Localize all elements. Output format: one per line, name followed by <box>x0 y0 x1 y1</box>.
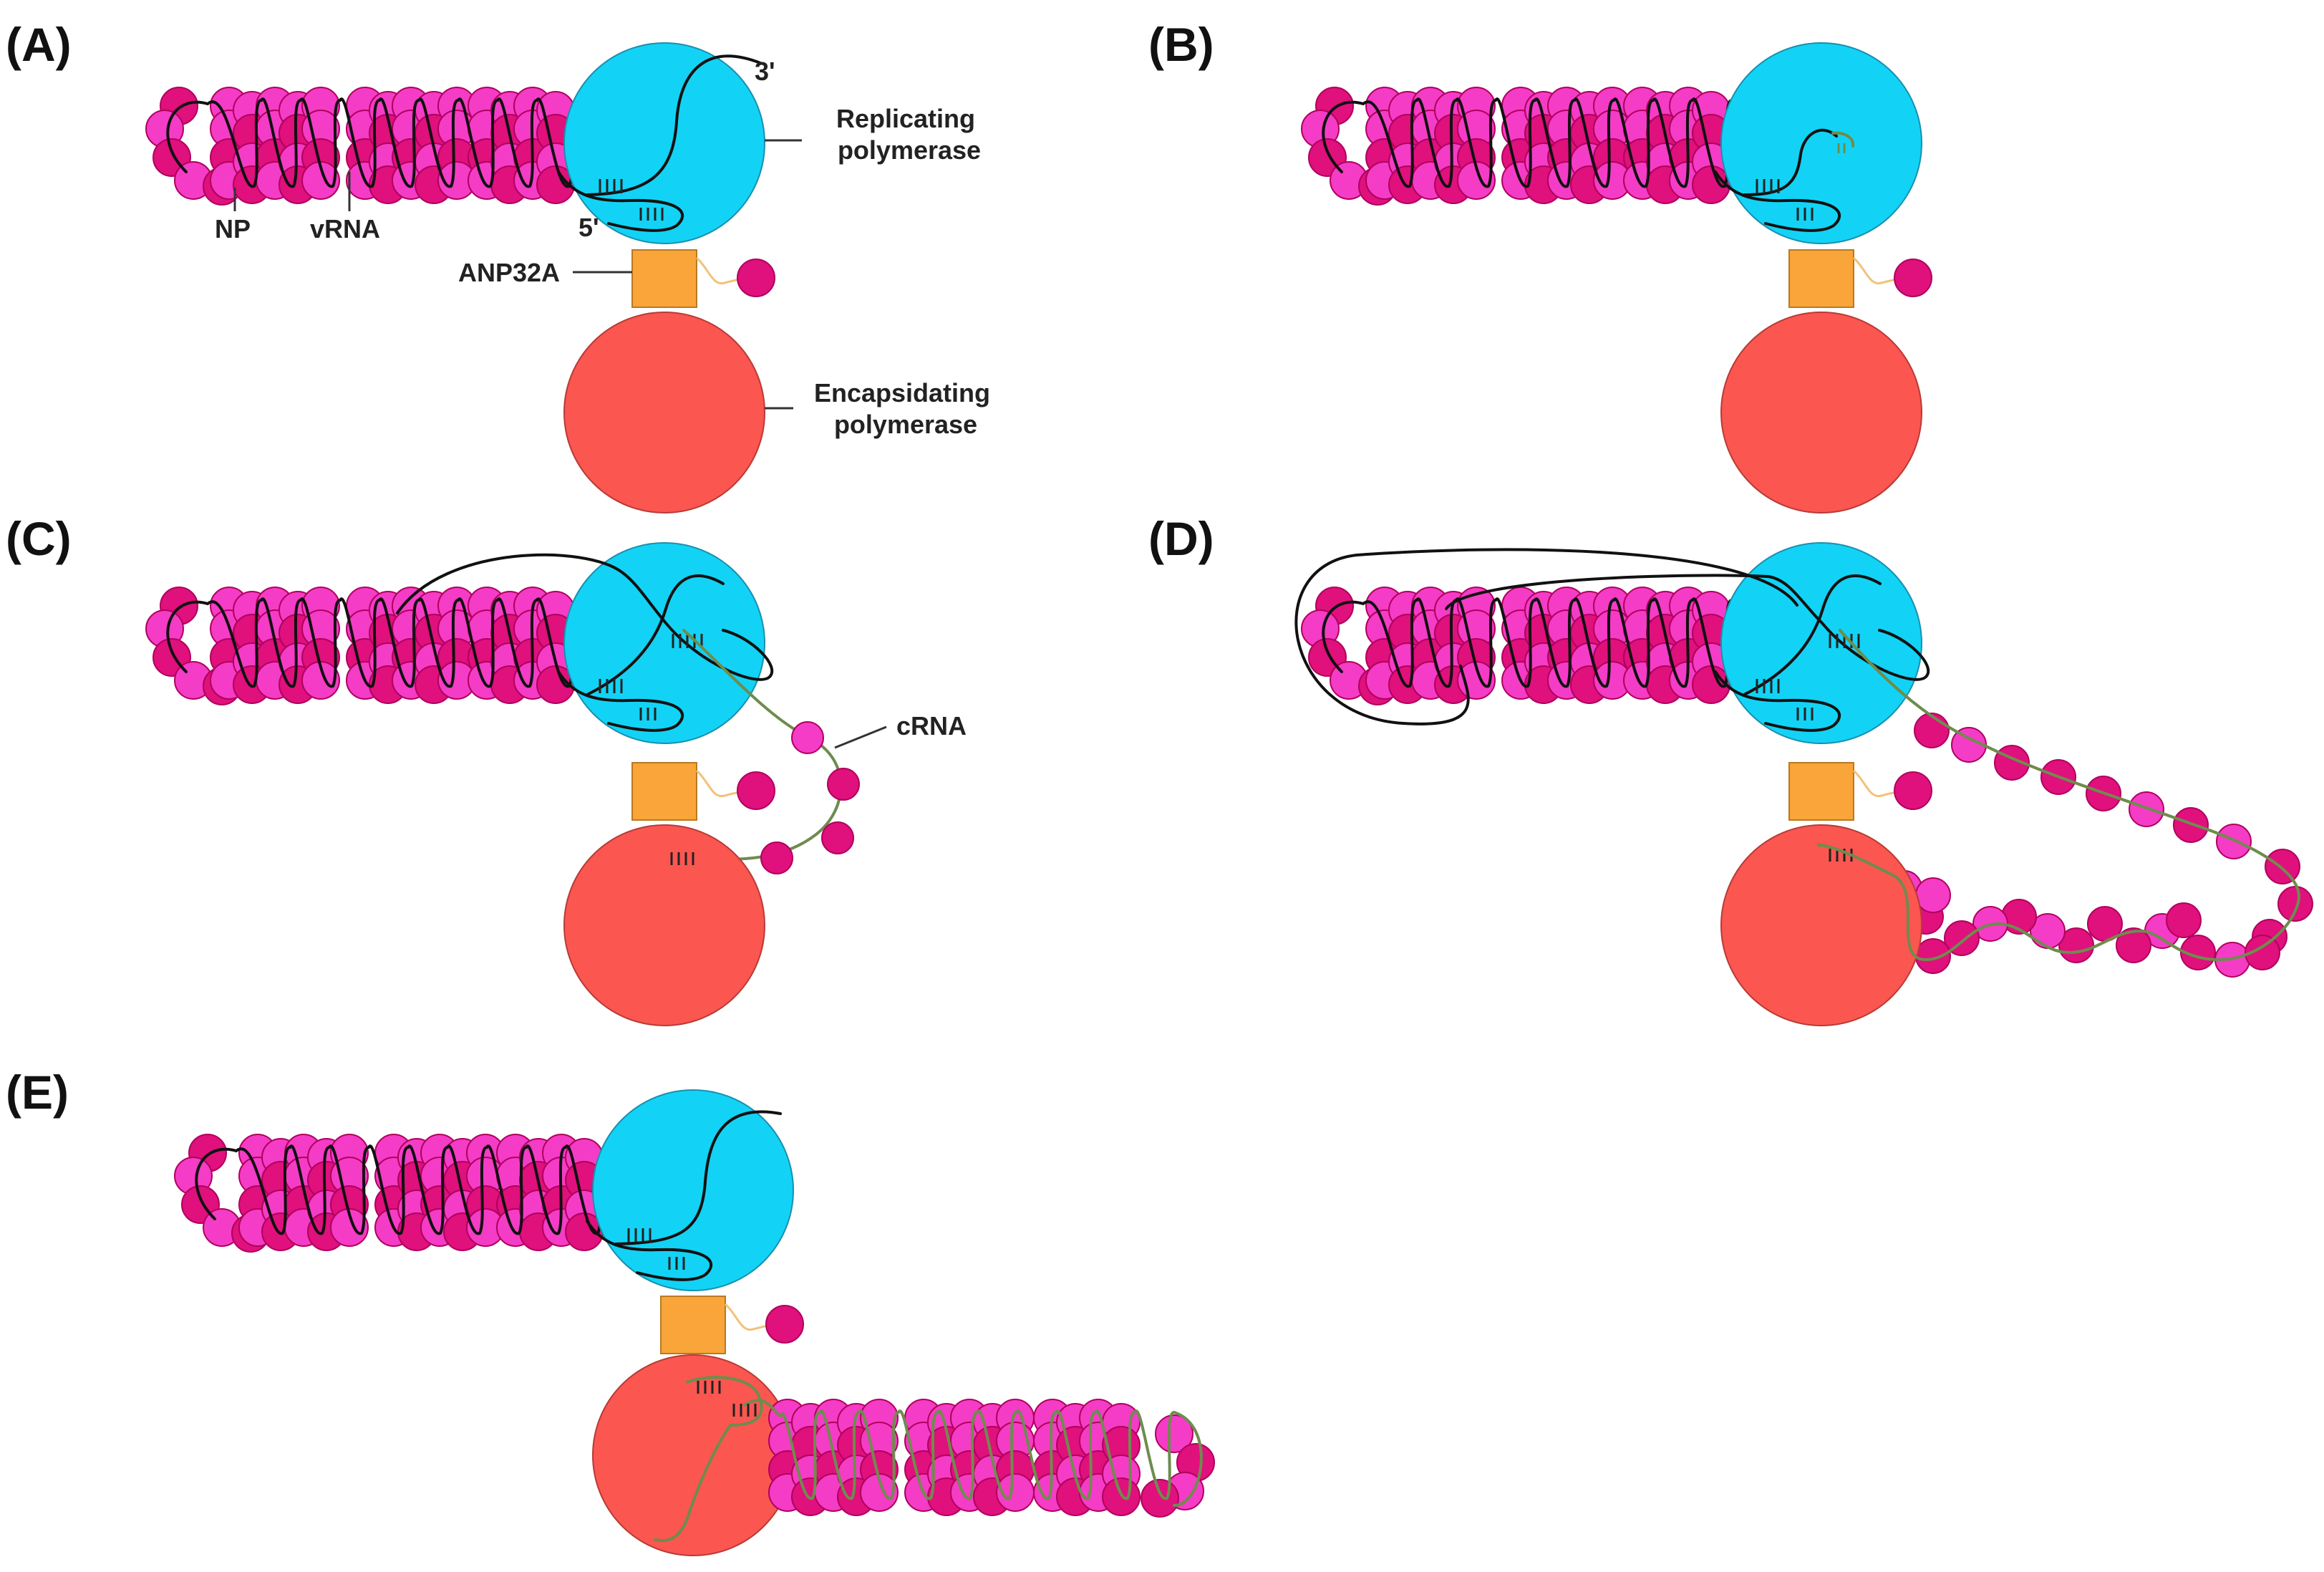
crna-promoter-bars <box>670 852 694 865</box>
np-subunit <box>1944 920 1980 956</box>
panel-label-b: (B) <box>1148 18 1214 71</box>
np-subunit <box>1141 1479 1179 1518</box>
anp32a-label: ANP32A <box>458 258 560 287</box>
np-subunit <box>1102 1477 1141 1516</box>
free-np-subunit <box>1894 771 1932 810</box>
five-prime-label: 5' <box>578 213 599 242</box>
encapsidating-polymerase <box>563 824 765 1026</box>
replicating-polymerase-label: Replicating polymerase <box>836 104 982 165</box>
np-subunit <box>1155 1414 1194 1453</box>
vrna-strand <box>396 553 774 732</box>
crna-np-filament <box>743 1399 1215 1518</box>
np-subunit <box>2058 927 2094 963</box>
np-subunit <box>2245 935 2280 970</box>
encapsidating-polymerase <box>592 1354 794 1556</box>
anp32a-protein <box>1788 249 1854 308</box>
anp32a-protein <box>660 1296 726 1354</box>
panel-label-e: (E) <box>6 1066 69 1119</box>
np-subunit <box>2166 902 2202 938</box>
crna-bound-np <box>1858 713 2313 978</box>
replicating-polymerase <box>592 1089 794 1291</box>
replicating-polymerase <box>1720 42 1922 244</box>
free-np-subunit <box>765 1305 804 1344</box>
vrna-strand <box>1714 128 1855 232</box>
np-subunit <box>2265 849 2300 884</box>
anp32a-protein <box>1788 762 1854 821</box>
encapsidating-polymerase <box>1720 824 1922 1026</box>
np-subunit <box>2116 927 2151 963</box>
crna-strand <box>654 1376 763 1543</box>
replicating-polymerase <box>1720 542 1922 744</box>
np-label: NP <box>215 214 251 243</box>
encapsidating-polymerase <box>563 312 765 513</box>
np-filament <box>174 1134 753 1253</box>
vrna-label: vRNA <box>310 214 380 243</box>
encapsidating-polymerase <box>1720 312 1922 513</box>
three-prime-label: 3' <box>755 57 775 86</box>
crna-bound-np <box>760 721 860 874</box>
vrna-strand <box>557 54 762 232</box>
panel-label-d: (D) <box>1148 512 1214 565</box>
crna-strand <box>1817 629 2300 962</box>
panel-a: 3' 5' Replicating polymerase Encapsidati… <box>145 42 997 513</box>
anp32a-protein <box>631 249 697 308</box>
free-np-subunit <box>737 771 775 810</box>
np-subunit <box>1914 713 1950 748</box>
panel-label-c: (C) <box>6 512 72 565</box>
np-subunit <box>2180 935 2216 970</box>
free-np-subunit <box>737 259 775 297</box>
np-subunit <box>2277 886 2313 922</box>
panel-e <box>174 1089 1215 1556</box>
np-subunit <box>1915 938 1951 974</box>
crna-helix <box>743 1399 1203 1507</box>
encapsidating-polymerase-label: Encapsidating polymerase <box>814 378 997 439</box>
np-subunit <box>1915 877 1951 913</box>
vrna-strand <box>586 1110 782 1281</box>
np-filament <box>1301 587 1880 705</box>
anp32a-protein <box>631 762 697 821</box>
replicating-polymerase <box>563 542 765 744</box>
panel-d <box>1294 542 2313 1026</box>
panel-b <box>1301 42 1932 513</box>
panel-label-a: (A) <box>6 18 72 71</box>
panel-c: cRNA <box>145 542 967 1026</box>
crna-label: cRNA <box>896 711 967 741</box>
free-np-subunit <box>1894 259 1932 297</box>
vrna-strand <box>1294 548 1930 732</box>
